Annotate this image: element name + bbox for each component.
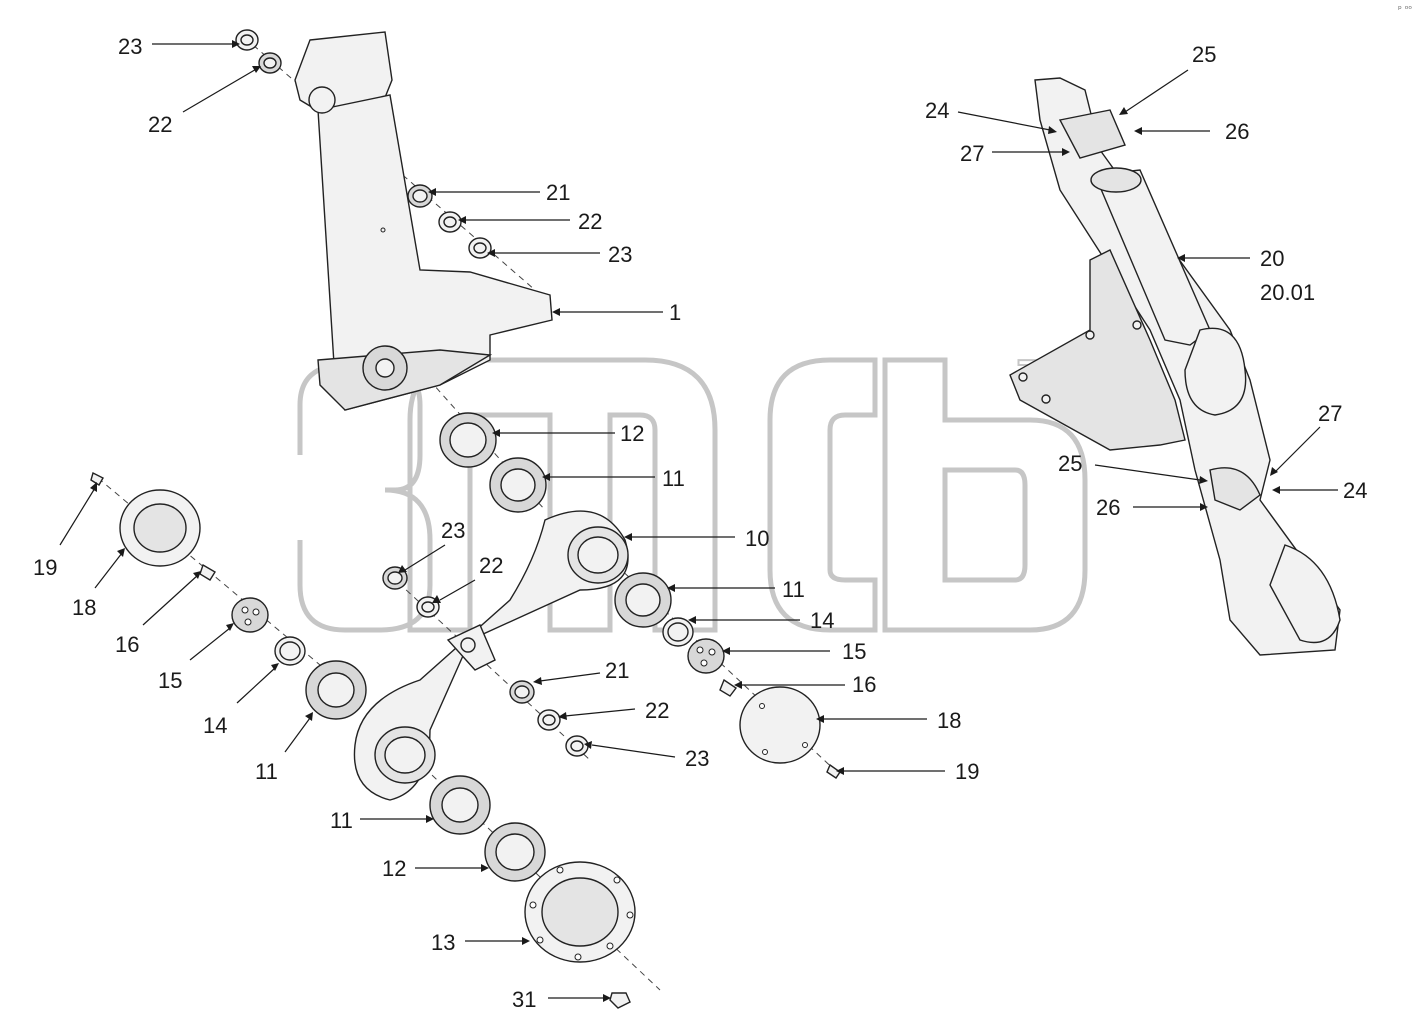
callout-11: 11 [330,808,353,833]
callout-22: 22 [479,553,503,578]
callout-16: 16 [115,632,139,657]
callout-10: 10 [745,526,769,551]
callout-12: 12 [382,856,406,881]
part-bracket-1 [294,31,553,411]
callout-27: 27 [960,141,984,166]
callout-22: 22 [578,209,602,234]
callout-14: 14 [203,713,227,738]
right-stack [614,572,841,779]
callout-23: 23 [685,746,709,771]
callout-21: 21 [546,180,570,205]
callout-22: 22 [148,112,172,137]
callout-25: 25 [1192,42,1216,67]
callout-22: 22 [645,698,669,723]
seal-and-bearing-upper [439,412,547,513]
callout-31: 31 [512,987,536,1012]
callout-labels: 23 22 21 22 23 1 12 11 10 11 23 22 14 15… [33,34,1367,1012]
callout-24: 24 [1343,478,1367,503]
callout-26: 26 [1096,495,1120,520]
callout-20-01: 20.01 [1260,280,1315,305]
callout-19: 19 [33,555,57,580]
callout-16: 16 [852,672,876,697]
callout-23: 23 [118,34,142,59]
callout-14: 14 [810,608,834,633]
callout-11: 11 [782,577,805,602]
callout-18: 18 [937,708,961,733]
callout-27: 27 [1318,401,1342,426]
callout-26: 26 [1225,119,1249,144]
callout-18: 18 [72,595,96,620]
lower-stack [429,775,636,1009]
leader-lines [59,40,1338,1002]
rings-middle [382,566,589,757]
callout-25: 25 [1058,451,1082,476]
callout-24: 24 [925,98,949,123]
callout-1: 1 [669,300,681,325]
callout-15: 15 [158,668,182,693]
cylinder-assembly-20 [1009,77,1341,656]
callout-13: 13 [431,930,455,955]
callout-12: 12 [620,421,644,446]
callout-15: 15 [842,639,866,664]
part-arm-10 [353,510,629,801]
callout-11: 11 [255,759,278,784]
corner-mark: ᵖ ᵒᵒ [1398,5,1412,15]
left-stack [90,471,367,720]
callout-19: 19 [955,759,979,784]
callout-21: 21 [605,658,629,683]
callout-23: 23 [608,242,632,267]
rings-top [235,29,492,259]
callout-11: 11 [662,466,685,491]
callout-23: 23 [441,518,465,543]
callout-20: 20 [1260,246,1284,271]
